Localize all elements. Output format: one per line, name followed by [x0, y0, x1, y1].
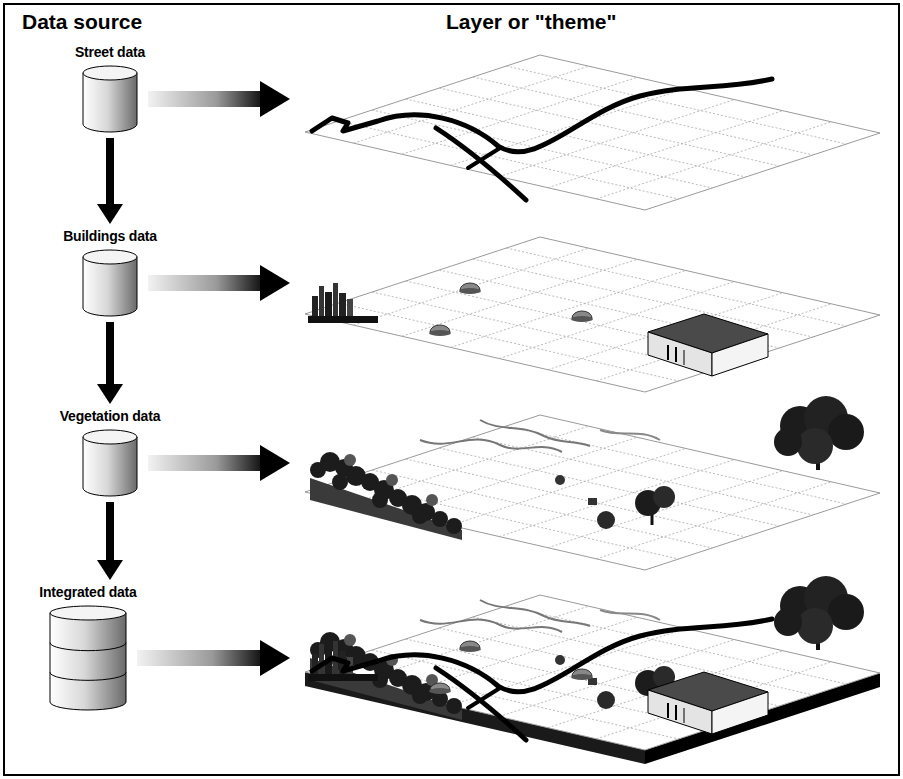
column-heading: Data source: [22, 10, 142, 34]
flow-arrow: [97, 138, 123, 224]
database-cylinder: [82, 429, 138, 497]
layer-arrow: [148, 445, 290, 481]
layer-arrow: [148, 81, 290, 117]
source-label: Vegetation data: [60, 408, 160, 424]
database-cylinder: [82, 65, 138, 133]
data-source-node: Vegetation data: [60, 408, 160, 497]
source-label: Integrated data: [39, 584, 136, 600]
layer-arrow: [137, 640, 290, 676]
data-source-node: Street data: [75, 44, 145, 133]
column-heading: Layer or "theme": [446, 10, 616, 34]
database-cylinder: [49, 605, 127, 711]
source-label: Buildings data: [63, 228, 157, 244]
layer-arrow: [148, 265, 290, 301]
layer-plane: [305, 237, 880, 392]
source-label: Street data: [75, 44, 145, 60]
database-cylinder: [82, 249, 138, 317]
data-source-node: Integrated data: [39, 584, 136, 711]
data-source-node: Buildings data: [63, 228, 157, 317]
flow-arrow: [97, 502, 123, 580]
layer-plane: [305, 55, 880, 210]
flow-arrow: [97, 322, 123, 404]
